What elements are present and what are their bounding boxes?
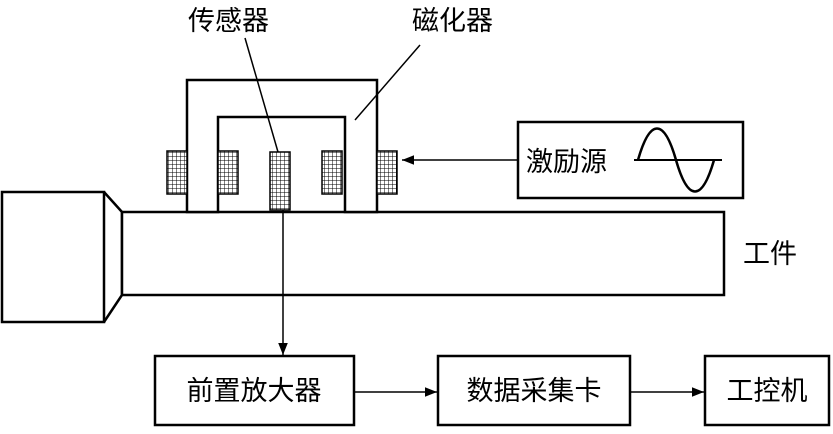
daq-card-label: 数据采集卡 [467, 376, 602, 407]
workpiece-bar [120, 210, 726, 297]
sensor-label: 传感器 [188, 6, 269, 37]
excitation-source-box: 激励源 [516, 120, 745, 200]
coil-left-inner [217, 150, 239, 195]
ipc-box: 工控机 [703, 354, 831, 427]
preamplifier-box: 前置放大器 [153, 354, 356, 427]
sensor-element [269, 151, 291, 211]
excitation-source-label: 激励源 [526, 147, 607, 178]
coil-left-outer [166, 150, 188, 195]
daq-card-box: 数据采集卡 [436, 354, 632, 427]
magnetizer-label: 磁化器 [412, 6, 493, 37]
coil-right-outer [376, 150, 398, 195]
ipc-label: 工控机 [727, 376, 808, 407]
preamplifier-label: 前置放大器 [187, 376, 322, 407]
workpiece-label: 工件 [743, 239, 797, 270]
sensor-leader-line [244, 37, 279, 153]
coil-right-inner [321, 150, 343, 195]
chuck [0, 190, 124, 324]
magnetizer-leader-line [354, 44, 421, 121]
sine-wave-icon [636, 127, 716, 193]
